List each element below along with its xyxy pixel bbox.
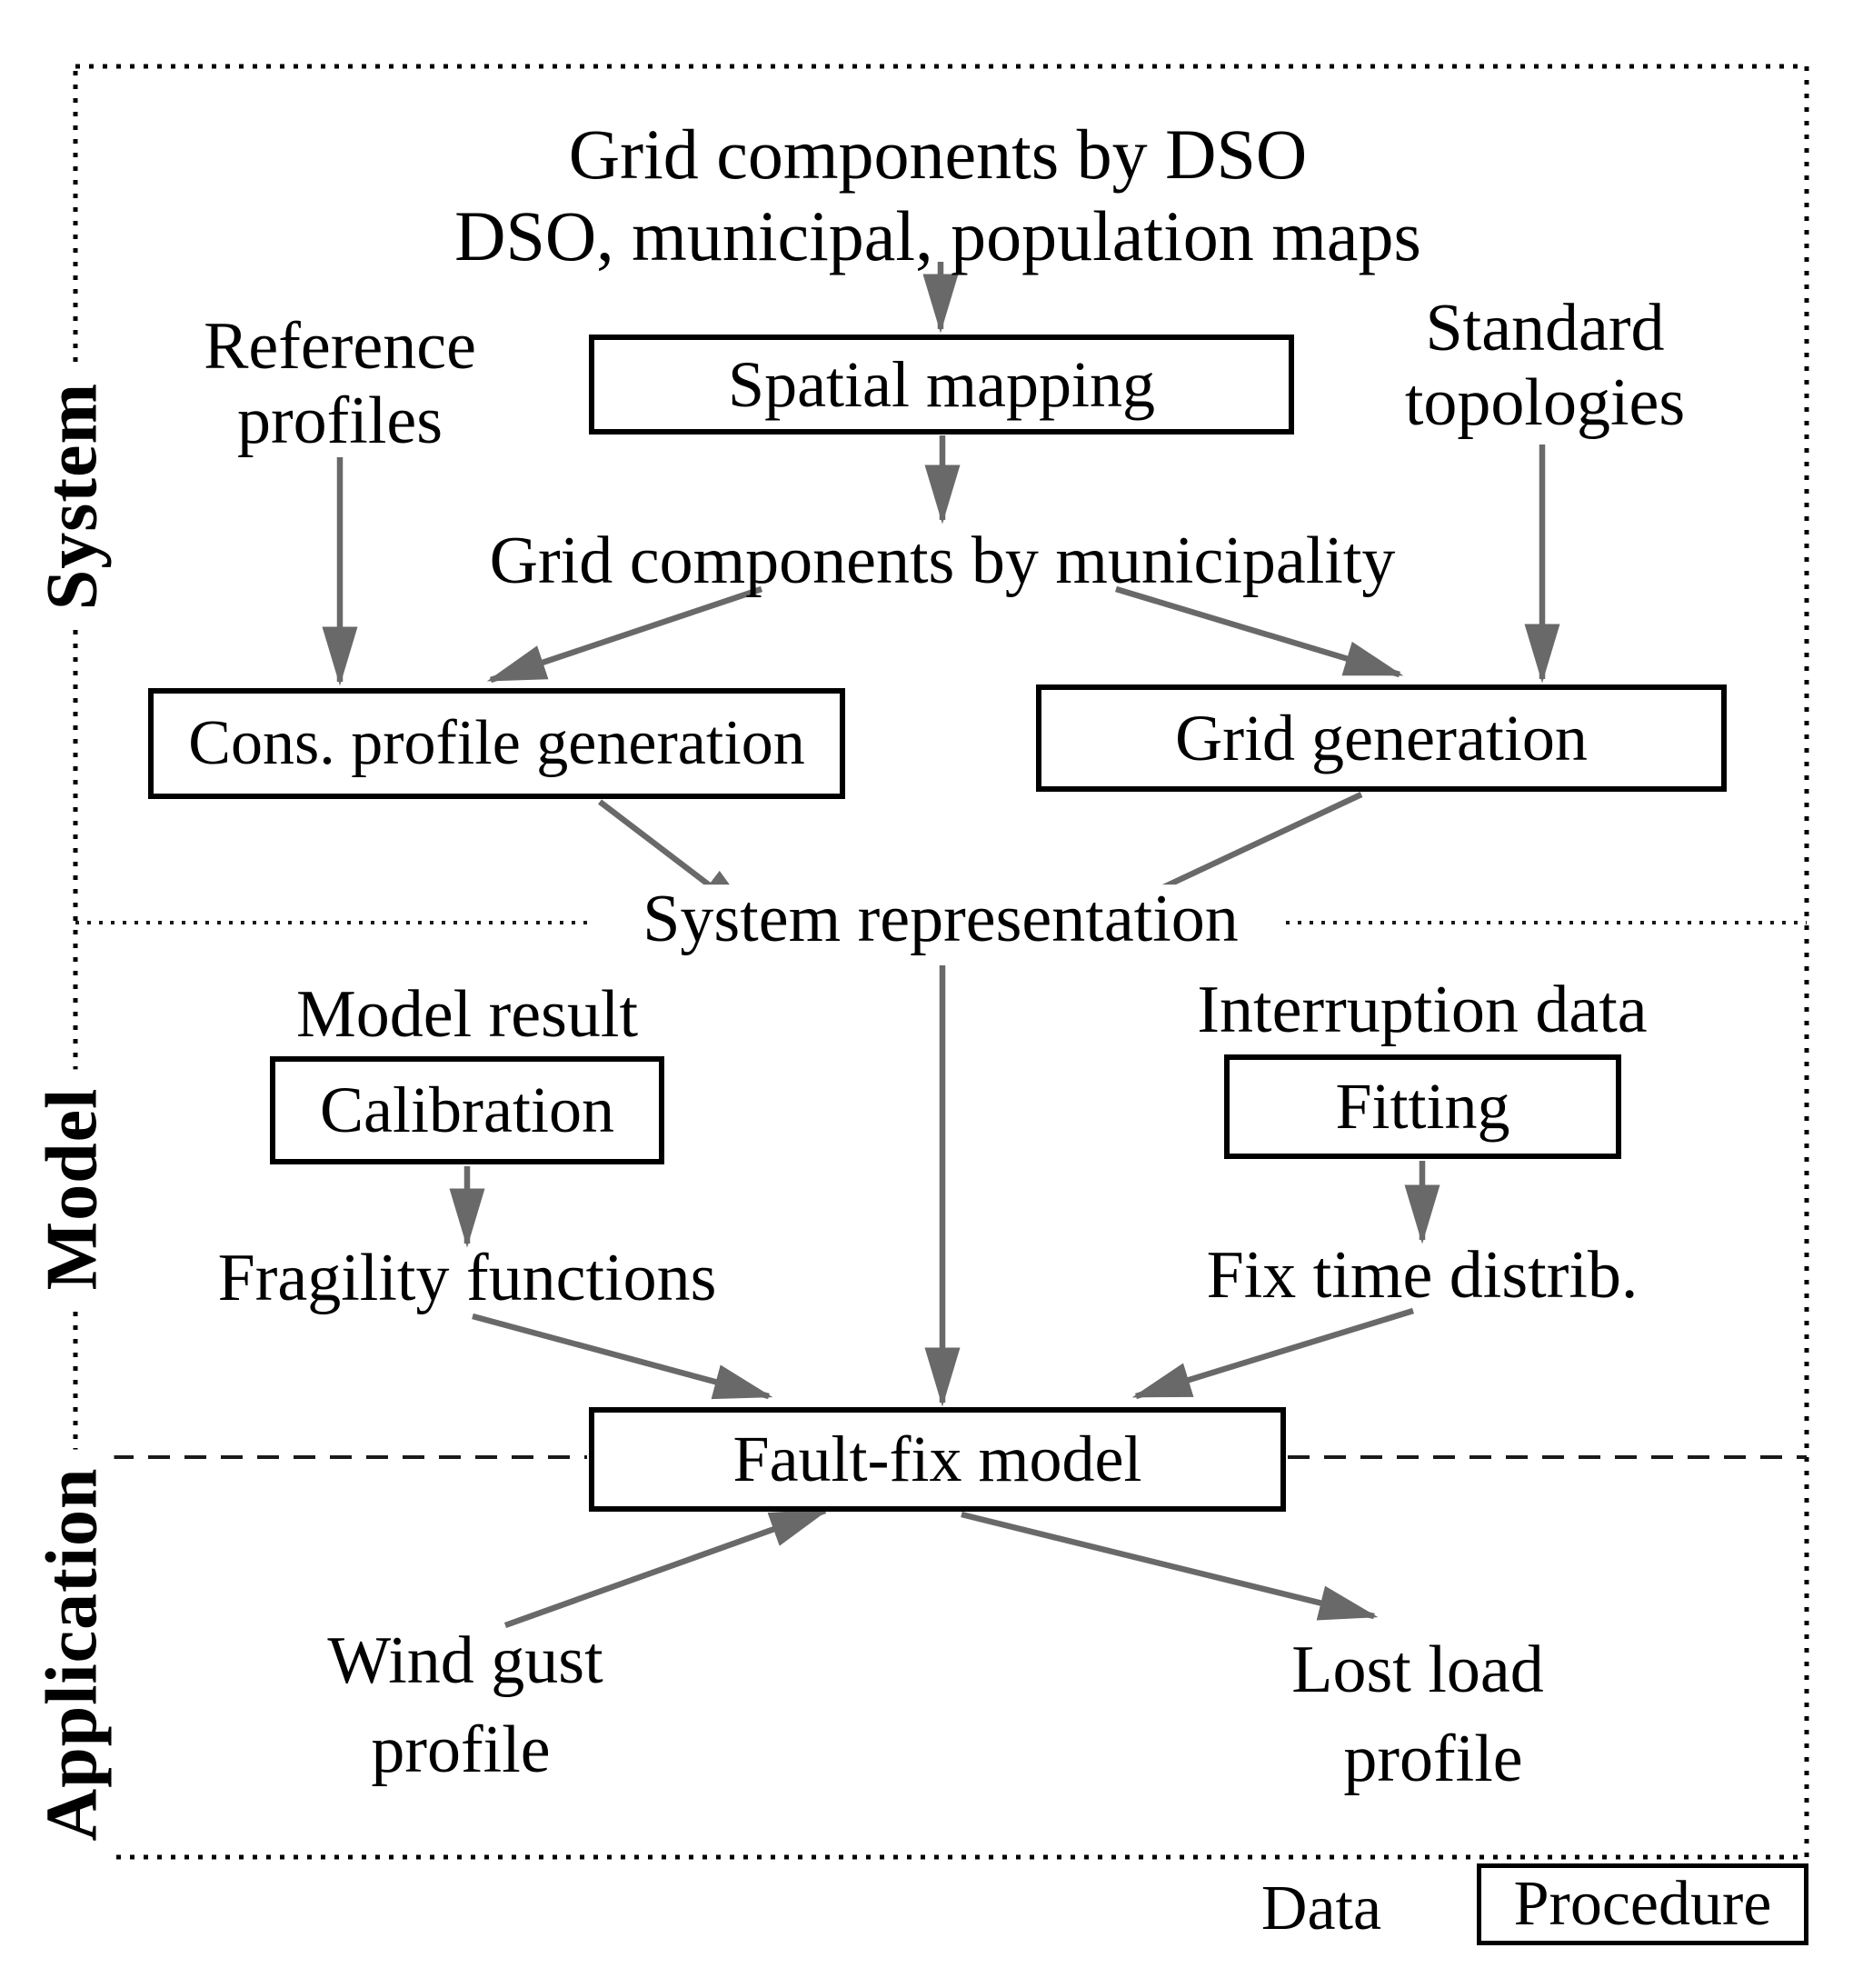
box-fault-fix-model: Fault-fix model xyxy=(589,1407,1286,1512)
text-interruption-data: Interruption data xyxy=(1197,973,1648,1048)
arrow-fault-fix-model-to-lost-load-profile xyxy=(961,1511,1379,1621)
text-standard-topologies-line1: Standard xyxy=(1425,291,1665,366)
text-standard-topologies-line2: topologies xyxy=(1404,365,1686,441)
legend-procedure-box: Procedure xyxy=(1477,1863,1808,1945)
box-grid-generation: Grid generation xyxy=(1036,684,1727,792)
text-model-result: Model result xyxy=(295,977,639,1053)
box-fitting-label: Fitting xyxy=(1335,1070,1510,1143)
arrow-municipality-to-grid-generation xyxy=(1115,585,1404,678)
text-system-representation: System representation xyxy=(630,884,1251,955)
text-reference-profiles-line2: profiles xyxy=(236,384,443,459)
box-grid-generation-label: Grid generation xyxy=(1175,701,1588,774)
text-fragility-functions: Fragility functions xyxy=(217,1241,717,1316)
arrow-wind-gust-profile-to-fault-fix-model xyxy=(503,1507,830,1629)
box-cons-profile-generation: Cons. profile generation xyxy=(148,688,845,799)
section-label-application: Application xyxy=(31,1449,115,1860)
outer-dotted-border xyxy=(73,64,1809,1860)
box-calibration: Calibration xyxy=(270,1056,664,1164)
arrow-fragility-functions-to-fault-fix-model xyxy=(472,1313,773,1400)
box-fitting: Fitting xyxy=(1224,1054,1621,1159)
text-wind-gust-profile-line2: profile xyxy=(371,1713,551,1788)
flow-arrows xyxy=(322,262,1560,1629)
text-fix-time-distrib: Fix time distrib. xyxy=(1206,1238,1639,1314)
text-grid-components-by-dso: Grid components by DSO xyxy=(568,115,1308,195)
text-dso-municipal-population-maps: DSO, municipal, population maps xyxy=(454,196,1421,276)
section-label-system: System xyxy=(31,364,115,629)
box-fault-fix-model-label: Fault-fix model xyxy=(732,1423,1142,1495)
text-lost-load-profile-line2: profile xyxy=(1343,1722,1523,1797)
box-spatial-mapping-label: Spatial mapping xyxy=(728,347,1155,421)
text-reference-profiles-line1: Reference xyxy=(204,309,476,385)
text-grid-components-by-municipality: Grid components by municipality xyxy=(489,524,1396,599)
text-lost-load-profile-line1: Lost load xyxy=(1291,1633,1544,1708)
legend-data-label: Data xyxy=(1260,1873,1382,1943)
arrow-municipality-to-cons-generation xyxy=(486,585,763,684)
section-label-model: Model xyxy=(31,1069,115,1309)
arrow-fix-time-distrib-to-fault-fix-model xyxy=(1131,1307,1414,1400)
box-cons-profile-generation-label: Cons. profile generation xyxy=(188,708,805,778)
legend-procedure-label: Procedure xyxy=(1513,1869,1772,1939)
box-calibration-label: Calibration xyxy=(320,1074,614,1146)
box-spatial-mapping: Spatial mapping xyxy=(589,335,1294,435)
text-wind-gust-profile-line1: Wind gust xyxy=(327,1623,603,1699)
